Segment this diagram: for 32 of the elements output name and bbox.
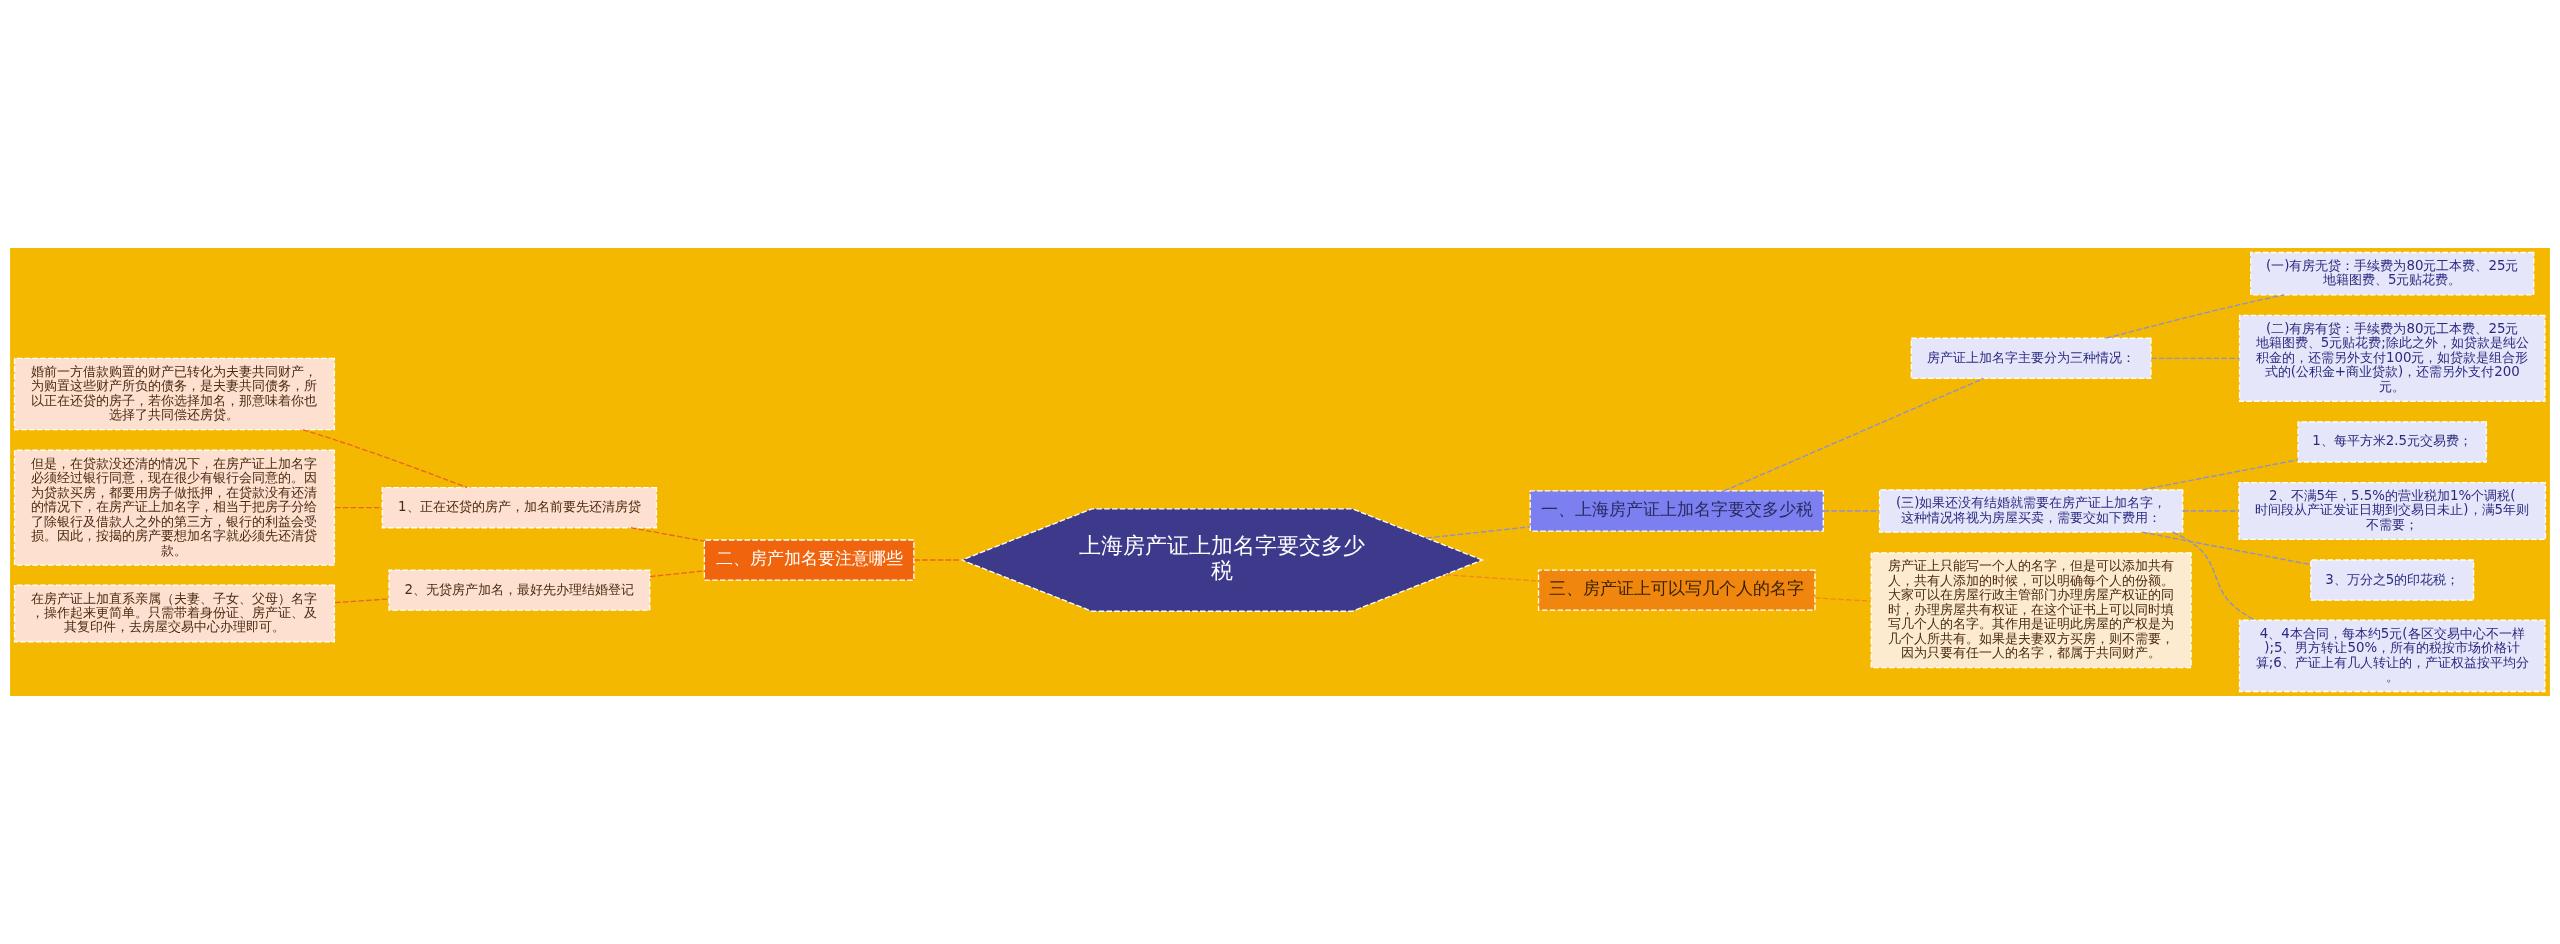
connector (913, 559, 963, 561)
connector (2172, 531, 2256, 621)
connector (2141, 459, 2299, 491)
connector (2141, 531, 2312, 566)
node-box: (一)有房无贷：手续费为80元工本费、25元地籍图费、5元贴花费。 (2250, 251, 2535, 296)
node-box: 房产证上只能写一个人的名字，但是可以添加共有人，共有人添加的时候，可以明确每个人的份额。大家可以在房屋行政主管部门办理房屋产权证的同时，办理房屋共有权证，在这个证书上可以同时填写几个人的名字。其作用是证明此房屋的产权是为几个人所共有。如果是夫妻双方买房，则不需要，因为只要有任一人的名字，都属于共同财产。 (1870, 552, 2192, 669)
node-box: 3、万分之5的印花税； (2310, 559, 2475, 601)
node-box: 1、每平方米2.5元交易费； (2297, 421, 2488, 463)
connector (1425, 526, 1531, 539)
connector (2105, 294, 2285, 339)
node-box: 二、房产加名要注意哪些 (703, 539, 915, 581)
node-box: 一、上海房产证上加名字要交多少税 (1529, 490, 1824, 532)
node-box: 婚前一方借款购置的财产已转化为夫妻共同财产，为购置这些财产所负的债务，是夫妻共同债务，所以正在还贷的房子，若你选择加名，那意味着你也选择了共同偿还房贷。 (13, 357, 336, 431)
node-box: 房产证上加名字主要分为三种情况： (1910, 337, 2152, 380)
connector (1814, 597, 1872, 602)
node-box: (三)如果还没有结婚就需要在房产证上加名字，这种情况将视为房屋买卖，需要交如下费用： (1878, 489, 2184, 533)
connector (334, 598, 390, 604)
connector (630, 527, 705, 542)
node-box: 4、4本合同，每本约5元(各区交易中心不一样);5、男方转让50%，所有的税按市场价格计算;6、产证上有几人转让的，产证权益按平均分。 (2238, 619, 2546, 693)
connector (2150, 357, 2241, 359)
node-box: 三、房产证上可以写几个人的名字 (1537, 569, 1816, 611)
node-box: 2、无贷房产加名，最好先办理结婚登记 (388, 569, 651, 611)
node-box: (二)有房有贷：手续费为80元工本费、25元地籍图费、5元贴花费;除此之外，如贷款是纯公积金的，还需另外支付100元，如贷款是组合形式的(公积金+商业贷款)，还需另外支付200元。 (2238, 314, 2546, 402)
connector (302, 429, 468, 489)
node-box: 1、正在还贷的房产，加名前要先还清房贷 (381, 486, 658, 529)
connector (1823, 510, 1881, 512)
connector (2182, 510, 2240, 512)
connector (649, 570, 705, 578)
node-box: 在房产证上加直系亲属（夫妻、子女、父母）名字，操作起来更简单。只需带着身份证、房产证、及其复印件，去房屋交易中心办理即可。 (13, 584, 336, 643)
node-box: 但是，在贷款没还清的情况下，在房产证上加名字必须经过银行同意，现在很少有银行会同意的。因为贷款买房，都要用房子做抵押，在贷款没有还清的情况下，在房产证上加名字，相当于把房子分给了除银行及借款人之外的第三方，银行的利益会受损。因此，按揭的房产要想加名字就必须先还清贷款。 (13, 449, 336, 566)
node-box: 2、不满5年，5.5%的营业税加1%个调税(时间段从产证发证日期到交易日未止)，满5年则不需要； (2238, 481, 2547, 541)
connector (1723, 377, 1985, 492)
